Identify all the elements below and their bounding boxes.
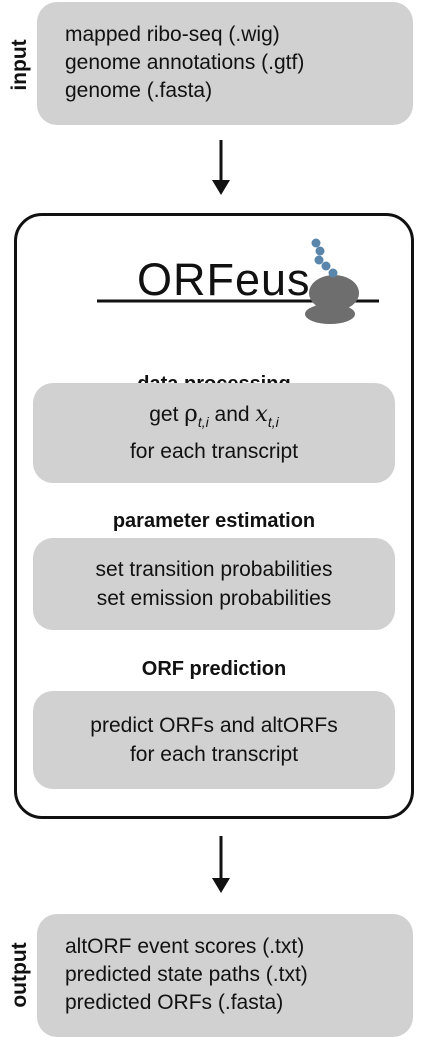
section-title-orf-prediction: ORF prediction — [141, 658, 287, 680]
orf-prediction-line-1: predict ORFs and altORFs — [90, 714, 338, 737]
parameter-estimation-box: set transition probabilities set emissio… — [33, 538, 395, 630]
data-processing-box: get ρt,i and xt,i for each transcript — [33, 383, 395, 483]
logo-graphic — [97, 238, 379, 324]
output-box: altORF event scores (.txt) predicted sta… — [37, 914, 413, 1037]
output-line-3: predicted ORFs (.fasta) — [65, 991, 284, 1014]
rho-subscript: t,i — [197, 414, 209, 430]
output-line-1: altORF event scores (.txt) — [65, 935, 305, 958]
x-symbol: x — [255, 402, 268, 427]
down-arrow-icon — [212, 836, 230, 893]
rho-symbol: ρ — [184, 401, 198, 427]
logo-text: ORFeus — [137, 254, 311, 305]
and-text: and — [208, 403, 256, 426]
input-line-2: genome annotations (.gtf) — [65, 51, 305, 74]
input-line-1: mapped ribo-seq (.wig) — [65, 23, 280, 46]
input-label: input — [8, 39, 31, 91]
x-subscript: t,i — [267, 414, 279, 430]
data-processing-line-1: get ρt,i and xt,i — [149, 400, 278, 437]
down-arrow-icon — [212, 140, 230, 195]
input-box: mapped ribo-seq (.wig) genome annotation… — [37, 2, 413, 125]
parameter-estimation-line-2: set emission probabilities — [96, 587, 332, 610]
input-line-3: genome (.fasta) — [65, 79, 213, 102]
orf-prediction-line-2: for each transcript — [129, 743, 299, 766]
get-text: get — [149, 403, 185, 426]
data-processing-line-2: for each transcript — [129, 440, 299, 463]
output-label: output — [8, 942, 31, 1008]
orf-prediction-box: predict ORFs and altORFs for each transc… — [33, 691, 395, 789]
orfeus-logo: ORFeus — [97, 238, 387, 328]
output-line-2: predicted state paths (.txt) — [65, 963, 308, 986]
parameter-estimation-line-1: set transition probabilities — [95, 558, 333, 581]
section-title-parameter-estimation: parameter estimation — [112, 510, 316, 532]
orfeus-pipeline-frame: ORFeus data processing get ρt,i and xt,i… — [14, 213, 414, 819]
